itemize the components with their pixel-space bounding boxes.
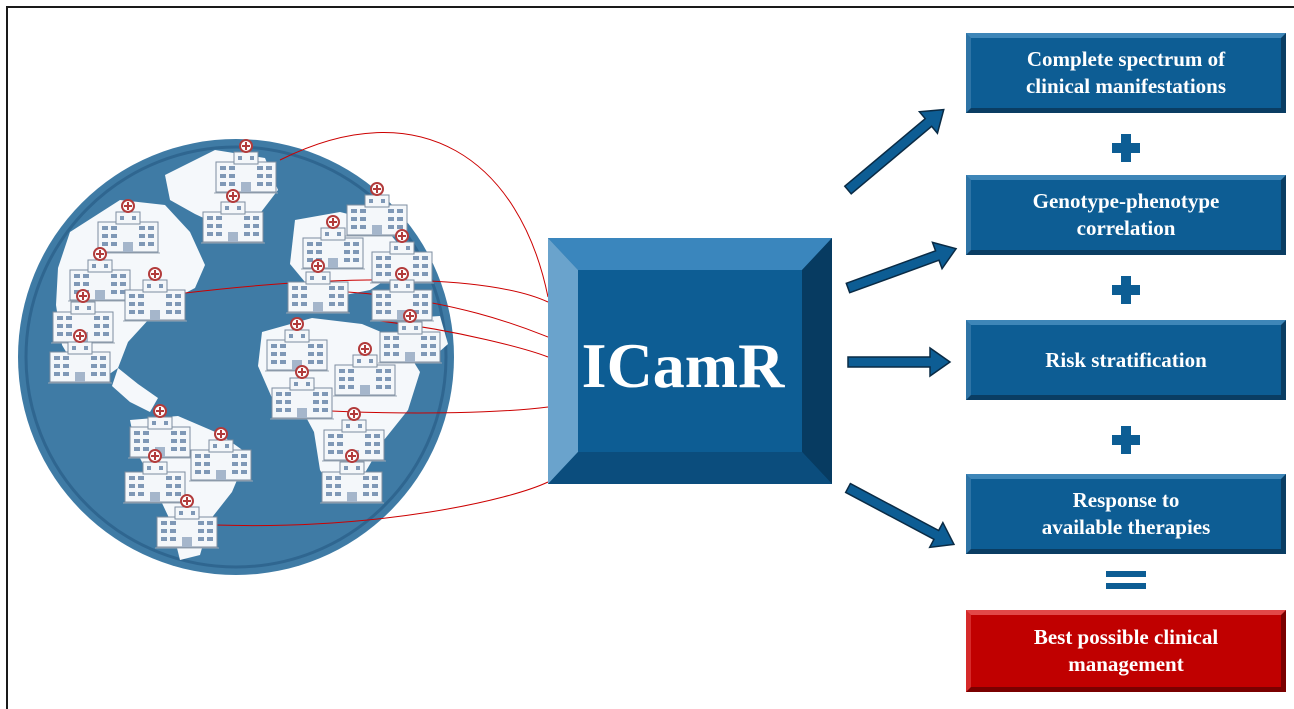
operators [1106, 134, 1146, 589]
output-line: management [1068, 652, 1184, 676]
arrow-icon [844, 482, 956, 549]
hub-label: ICamR [581, 330, 785, 401]
output-box-genotype-phenotype: Genotype-phenotype correlation [966, 175, 1286, 255]
output-line: Best possible clinical [1033, 625, 1219, 649]
equals-icon [1106, 571, 1146, 589]
arrows [843, 108, 958, 549]
output-line: clinical manifestations [1025, 74, 1227, 98]
output-line: available therapies [1041, 515, 1211, 539]
hub-box [548, 238, 832, 484]
arrow-icon [843, 108, 945, 195]
plus-icon [1112, 426, 1140, 454]
arrow-icon [845, 241, 958, 294]
output-line: Risk stratification [1045, 347, 1207, 372]
output-box-risk-stratification: Risk stratification [966, 320, 1286, 400]
arrow-icon [847, 346, 952, 378]
frame-border [6, 6, 1294, 709]
output-box-clinical-spectrum: Complete spectrum of clinical manifestat… [966, 33, 1286, 113]
plus-icon [1112, 276, 1140, 304]
output-box-therapy-response: Response to available therapies [966, 474, 1286, 554]
output-line: correlation [1076, 216, 1176, 240]
plus-icon [1112, 134, 1140, 162]
output-line: Complete spectrum of [1026, 47, 1226, 71]
output-box-best-management: Best possible clinical management [966, 610, 1286, 692]
output-line: Response to [1072, 488, 1180, 512]
output-line: Genotype-phenotype [1032, 189, 1220, 213]
